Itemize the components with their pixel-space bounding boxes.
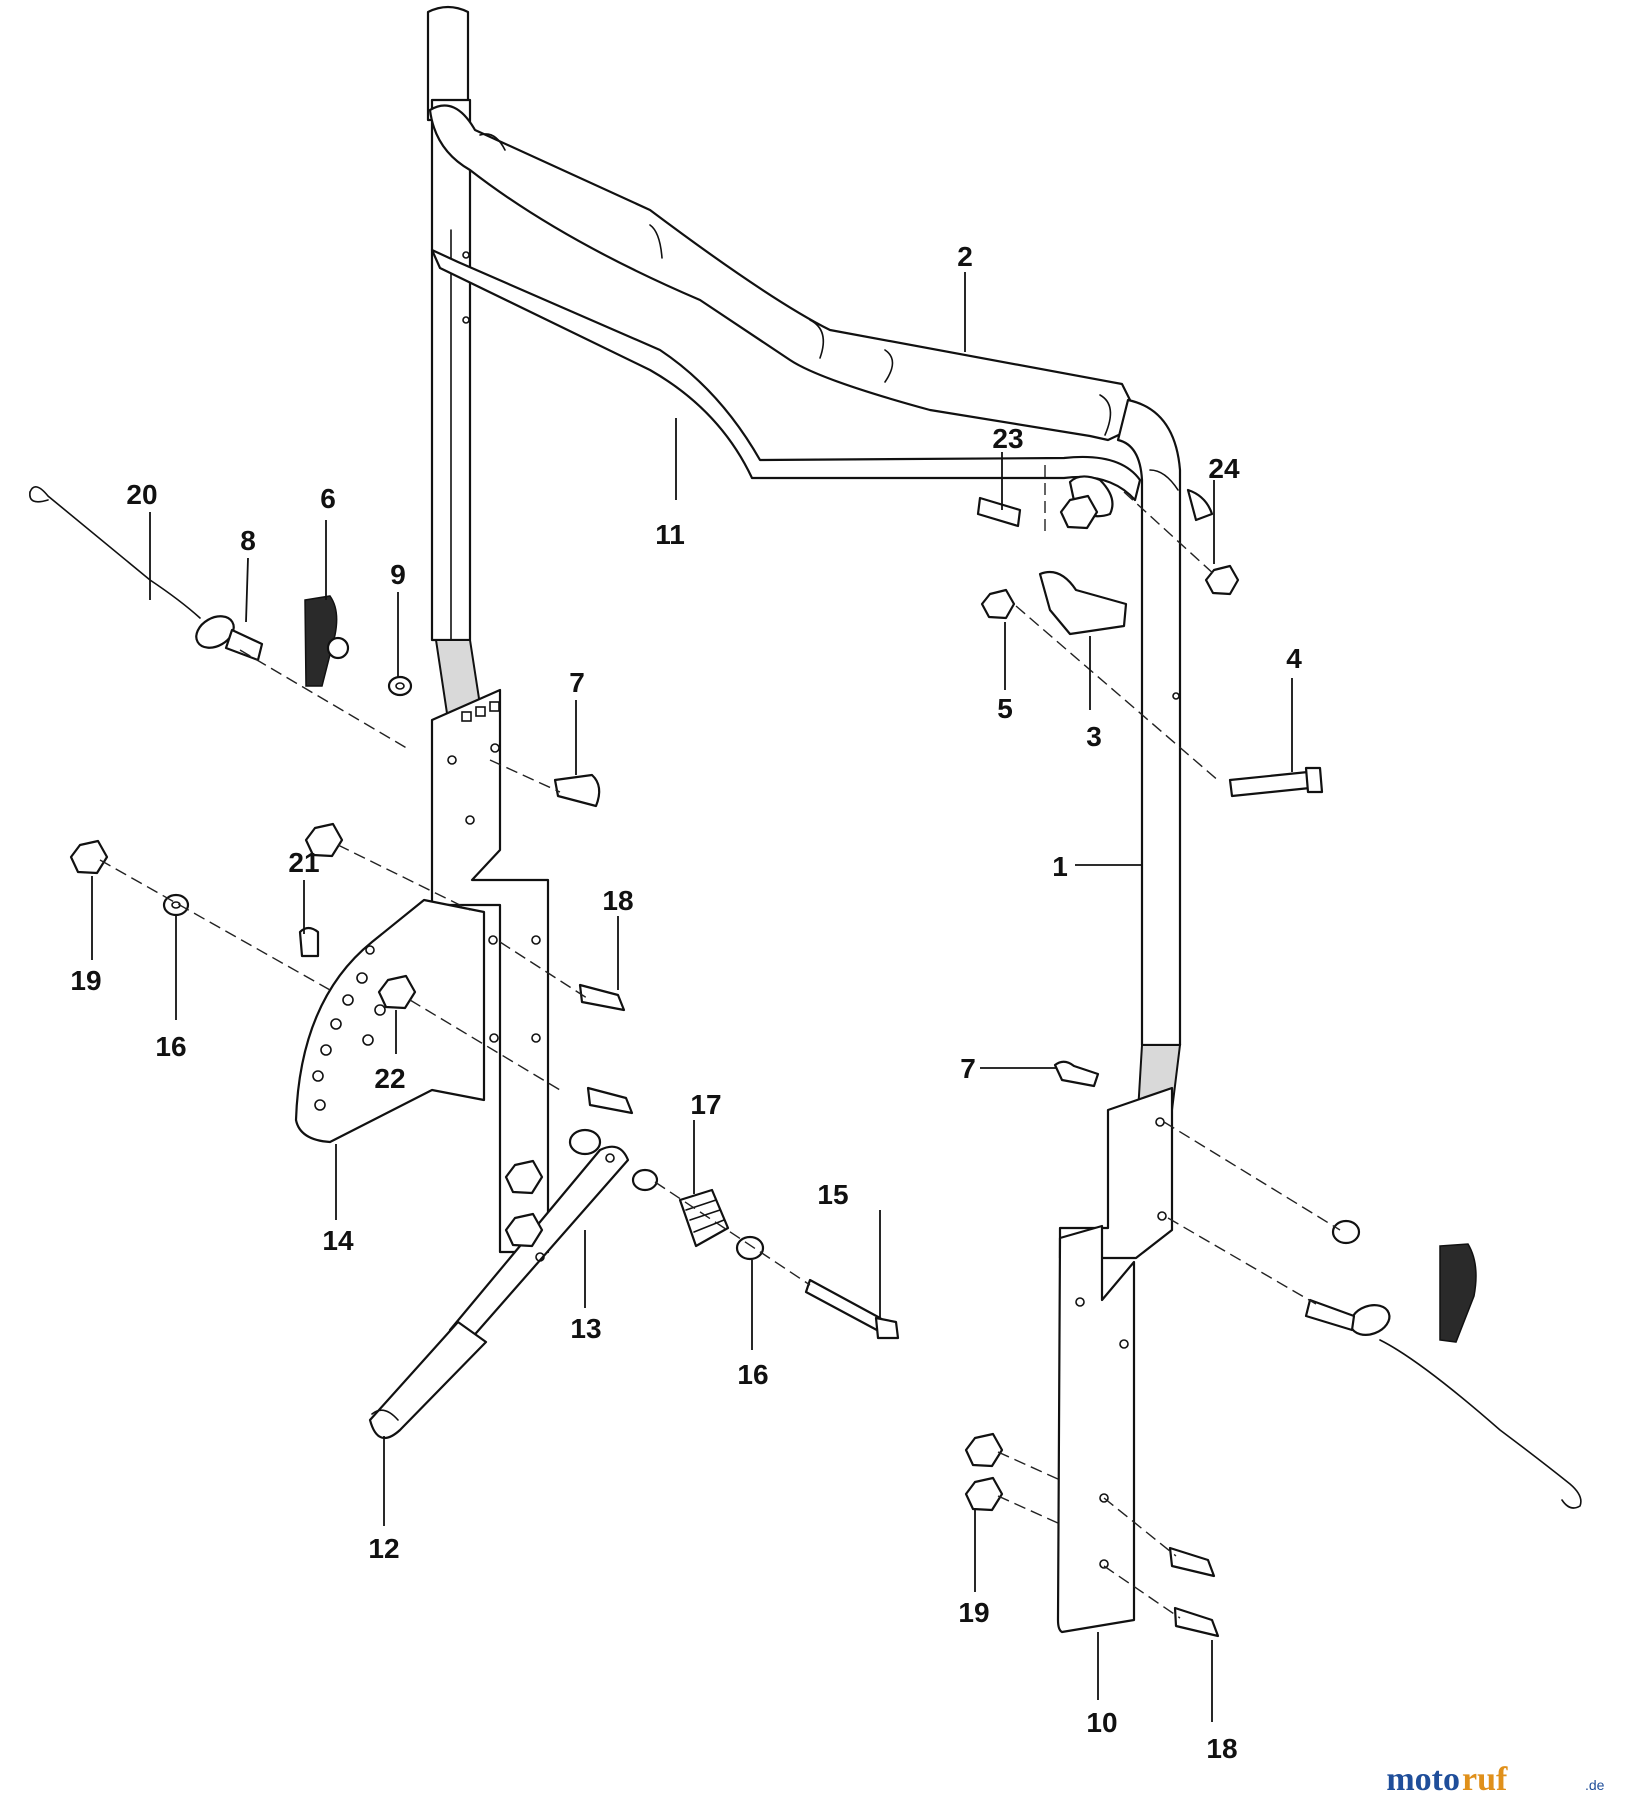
label-part-20: 20	[126, 479, 157, 510]
assembly-lines	[99, 465, 1341, 1619]
label-part-7-right: 7	[960, 1053, 976, 1084]
label-part-4: 4	[1286, 643, 1302, 674]
label-part-13: 13	[570, 1313, 601, 1344]
label-part-5: 5	[997, 693, 1013, 724]
label-part-11: 11	[655, 519, 685, 550]
right-bracket	[1056, 1044, 1182, 1634]
label-part-16-right: 16	[737, 1359, 768, 1390]
label-part-10: 10	[1086, 1707, 1117, 1738]
label-part-12: 12	[368, 1533, 399, 1564]
leader-lines	[91, 272, 1293, 1722]
label-part-23: 23	[992, 423, 1023, 454]
svg-text:ruf: ruf	[1462, 1761, 1508, 1798]
label-part-24: 24	[1208, 453, 1240, 484]
watermark-logo: moto ruf .de	[1386, 1761, 1604, 1798]
label-part-8: 8	[240, 525, 256, 556]
label-part-21: 21	[288, 847, 319, 878]
label-part-19-left: 19	[70, 965, 101, 996]
label-part-18-lower: 18	[1206, 1733, 1237, 1764]
label-part-19-right: 19	[958, 1597, 989, 1628]
label-part-22: 22	[374, 1063, 405, 1094]
label-part-15: 15	[817, 1179, 848, 1210]
svg-text:moto: moto	[1386, 1761, 1460, 1798]
label-part-7-left: 7	[569, 667, 585, 698]
label-part-18-upper: 18	[602, 885, 633, 916]
label-part-3: 3	[1086, 721, 1102, 752]
label-part-17: 17	[690, 1089, 721, 1120]
svg-text:.de: .de	[1585, 1777, 1605, 1793]
label-part-2: 2	[957, 241, 973, 272]
label-part-14: 14	[322, 1225, 354, 1256]
label-part-6: 6	[320, 483, 336, 514]
label-part-1: 1	[1052, 851, 1068, 882]
label-part-16-left: 16	[155, 1031, 186, 1062]
left-bracket	[430, 639, 550, 1254]
lever-arm	[368, 1145, 630, 1440]
quadrant-plate	[294, 898, 486, 1144]
handlebar-frame	[426, 5, 1182, 1047]
part-labels: 2 11 20 8 6 9 7 23 24 5 3 4 1 21 18 19 1…	[70, 241, 1302, 1764]
label-part-9: 9	[390, 559, 406, 590]
hardware	[29, 475, 1582, 1638]
